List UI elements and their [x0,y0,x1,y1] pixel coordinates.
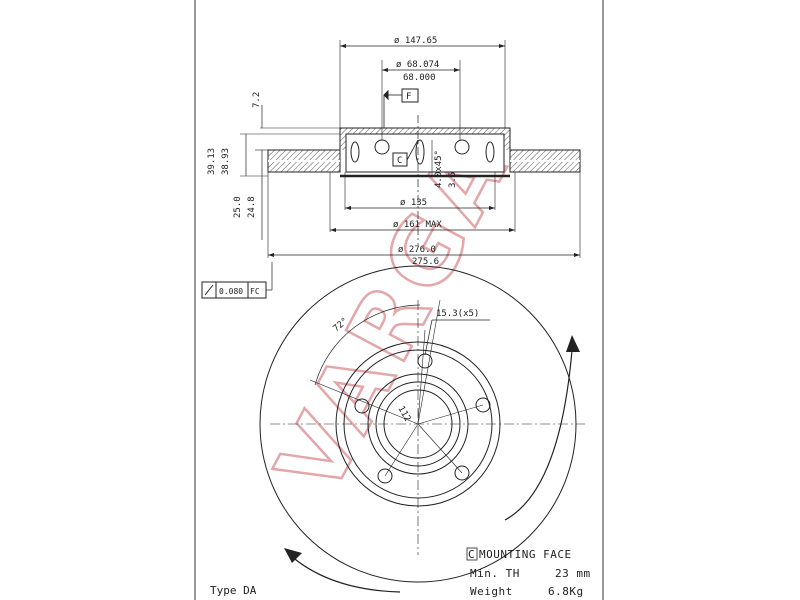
rotation-arrowheads [284,335,580,563]
dim-disc-thickness-min: 24.8 [247,196,257,218]
datum-f-box [401,88,419,103]
mounting-text: MOUNTING FACE [479,548,572,561]
type-label: Type DA [210,584,257,597]
dim-disc-diameter-max: ø 276.0 [398,245,436,255]
weight-value: 6.8Kg [548,585,584,598]
dim-bore-min: 68.000 [403,73,436,83]
dim-depth: 3.5 [448,172,458,188]
notes: Type DA C MOUNTING FACE Min. TH 23 mm We… [210,547,591,598]
watermark-text: VARGA [257,120,531,510]
dim-total-thickness-min: 38.93 [221,148,231,175]
min-th-value: 23 mm [555,567,591,580]
dim-hub-outer-diameter: ø 147.65 [394,36,437,46]
section-view [240,40,581,258]
dim-bore-max: ø 68.074 [396,60,439,70]
watermark: VARGA [255,119,531,512]
dim-total-thickness-max: 39.13 [207,148,217,175]
front-view [259,265,585,593]
datum-c-label: C [397,156,402,166]
tolerance-ref: FC [250,287,260,296]
dim-pcd: ø 135 [400,198,427,208]
mounting-code: C [468,548,475,561]
runout-icon [204,284,214,296]
weight-label: Weight [470,585,513,598]
datum-c-box [392,152,408,167]
dim-disc-thickness-max: 25.0 [233,196,243,218]
dim-disc-diameter-min: 275.6 [412,257,439,267]
min-th-label: Min. TH [470,567,520,580]
dim-arrows [268,44,580,257]
dim-hub-max: ø 161 MAX [393,220,442,230]
dim-hole: 15.3(x5) [436,309,479,319]
tolerance-frame: 0.080 FC [201,262,273,299]
datum-f-label: F [406,92,411,102]
dim-step-height: 7.2 [252,92,262,108]
dim-chamfer: 4.0x45° [434,150,444,188]
mounting-code-box [466,547,478,561]
tolerance-value: 0.080 [219,287,243,296]
